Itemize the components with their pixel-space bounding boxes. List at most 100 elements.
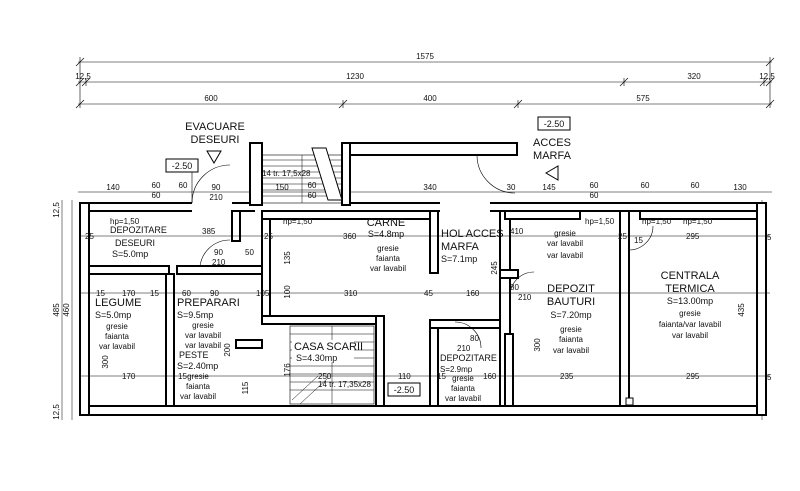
label-marfa: MARFA: [533, 150, 572, 162]
dim-inner: 115: [241, 381, 250, 394]
dim-inner: 210: [212, 258, 226, 267]
room-area: S=7.20mp: [550, 310, 591, 320]
room-finish-3: var lavabil: [445, 394, 481, 403]
dim-zone-a: 600: [204, 94, 218, 103]
room-carne: CARNE S=4.8mp gresie faianta var lavabil: [367, 217, 406, 273]
level-left: -2.50: [172, 161, 193, 171]
dim-inner: 25: [264, 232, 273, 241]
room-finish: gresie: [554, 229, 576, 238]
dim-inner: 45: [424, 289, 433, 298]
dim-inner: 15: [150, 289, 159, 298]
label-acces: ACCES: [533, 137, 571, 149]
room-name: HOL ACCES: [441, 228, 504, 240]
dim-left-bottom: 12,5: [52, 404, 61, 420]
dim-bottom: 295: [686, 372, 700, 381]
dim-inner: 300: [101, 355, 110, 369]
hp-label: hp=1,50: [683, 217, 713, 226]
room-finish: gresie: [377, 244, 399, 253]
room-name-2: MARFA: [441, 241, 480, 253]
label-evacuare: EVACUARE: [185, 121, 245, 133]
dim-bottom: 160: [483, 372, 497, 381]
markers: EVACUARE DESEURI ACCES MARFA -2.50 -2.50…: [165, 116, 634, 406]
room-finish-2: faianta: [559, 335, 584, 344]
dim-left-top: 12,5: [52, 202, 61, 218]
dim-inner: 385: [202, 227, 216, 236]
room-name: PREPARARI: [177, 297, 240, 309]
level-bottom: -2.50: [394, 385, 415, 395]
room-area: S=5.0mp: [95, 310, 131, 320]
room-finish-3: var lavabil: [180, 392, 216, 401]
room-area: S=7.1mp: [441, 254, 477, 264]
hp-labels: hp=1,50 hp=1,50 hp=1,50 hp=1,50 hp=1,50: [110, 217, 713, 226]
evacuare-arrow-icon: [206, 150, 222, 164]
room-area: S=5.0mp: [112, 249, 148, 259]
door-swings: [191, 154, 654, 349]
dim-wall: 150: [275, 183, 289, 192]
dim-zone-b: 400: [423, 94, 437, 103]
dim-inner: 105: [256, 289, 270, 298]
level-box-right: [537, 116, 571, 131]
room-finish-3: var lavabil: [370, 264, 406, 273]
room-legume: LEGUME S=5.0mp gresie faianta var lavabi…: [95, 297, 141, 351]
dim-inner: 176: [283, 363, 292, 377]
dim-inner: 15: [96, 289, 105, 298]
dim-left-main: 460: [62, 303, 71, 317]
dim-wall: 90: [212, 183, 221, 192]
dim-wall: 60: [152, 181, 161, 190]
dim-inner: 90: [214, 248, 223, 257]
top-dimension-lines: 1575 12,5 1230 320 12,5 600 400 575 140 …: [75, 52, 775, 202]
hp-label: hp=1,50: [585, 217, 615, 226]
dim-right-main: 435: [737, 303, 746, 317]
dim-wall: 60: [152, 191, 161, 200]
dim-inner: 50: [245, 248, 254, 257]
room-finish-2: faianta: [451, 384, 476, 393]
room-name: DEPOZITARE: [440, 353, 497, 363]
dim-inner: 210: [457, 344, 471, 353]
room-peste: PESTE S=2.40mp gresie faianta var lavabi…: [177, 350, 218, 401]
stair-label-top: 14 tr. 17,5x28: [262, 169, 311, 178]
room-name: LEGUME: [95, 297, 141, 309]
room-depozitare: DEPOZITARE S=2.9mp gresie faianta var la…: [440, 353, 497, 403]
dim-inner: 60: [182, 289, 191, 298]
hp-label: hp=1,50: [642, 217, 672, 226]
room-name: CASA SCARII: [294, 341, 363, 353]
room-name-2: BAUTURI: [547, 296, 595, 308]
dim-inner: 300: [533, 338, 542, 352]
dim-inner: 25: [85, 232, 94, 241]
room-name-2: TERMICA: [665, 283, 715, 295]
stair-lower: 14 tr. 17,35x28: [289, 325, 375, 405]
room-area: S=2.9mp: [440, 365, 473, 374]
dim-total: 1575: [416, 52, 434, 61]
room-hol-acces-marfa: HOL ACCES MARFA S=7.1mp: [441, 228, 504, 264]
stair-upper: 14 tr. 17,5x28: [261, 147, 343, 204]
room-name: DEPOZITARE: [110, 225, 167, 235]
dim-wall: 60: [308, 191, 317, 200]
room-name: CENTRALA: [661, 270, 720, 282]
room-area: S=4.8mp: [368, 229, 404, 239]
room-finish-3: var lavabil: [185, 341, 221, 350]
dim-inner: 410: [510, 227, 524, 236]
dim-inner: 80: [470, 334, 479, 343]
room-finish-2: faianta: [186, 382, 211, 391]
dim-bottom: 250: [318, 372, 332, 381]
dim-inner: 160: [466, 289, 480, 298]
dim-wall: 140: [106, 183, 120, 192]
room-name: DEPOZIT: [547, 283, 595, 295]
label-deseuri: DESEURI: [191, 134, 240, 146]
dim-bottom: 15: [437, 372, 446, 381]
dim-wall: 145: [542, 183, 556, 192]
room-finish-3: var lavabil: [672, 331, 708, 340]
room-name: CARNE: [367, 217, 406, 229]
interior-dimension-lines: 385 90 210 50 360 410 295 25 25 25 15 60…: [80, 227, 770, 394]
dim-wall: 60: [590, 191, 599, 200]
room-finish: gresie: [452, 374, 474, 383]
room-preparari: PREPARARI S=9.5mp gresie var lavabil var…: [177, 297, 240, 350]
dim-right-part: 320: [687, 72, 701, 81]
room-finish-2: var lavabil: [547, 239, 583, 248]
room-finish-3: var lavabil: [553, 346, 589, 355]
room-centrala-termica: CENTRALA TERMICA S=13.00mp gresie faiant…: [659, 270, 721, 340]
hp-label: hp=1,50: [110, 217, 140, 226]
dim-mid: 1230: [346, 72, 364, 81]
dim-wall: 60: [691, 181, 700, 190]
